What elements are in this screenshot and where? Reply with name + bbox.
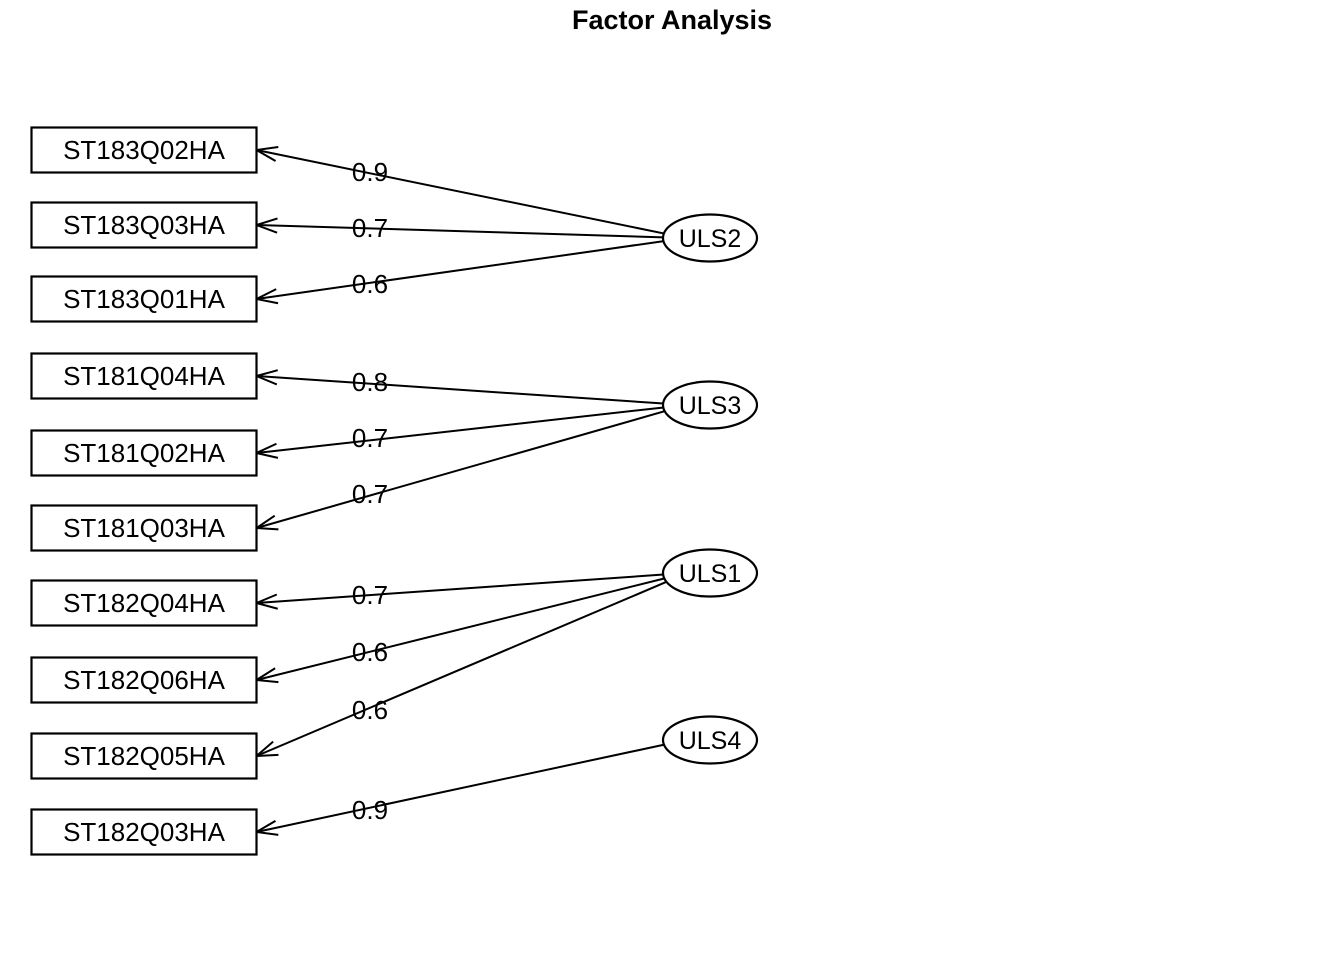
loading-value-label: 0.7 [352, 479, 388, 509]
loading-edge [253, 145, 665, 235]
indicator-box[interactable]: ST181Q03HA [30, 504, 258, 552]
edge-labels-layer: 0.9 0.7 0.6 0.8 0.7 0.7 0.7 0.6 0.6 0.9 [352, 157, 388, 825]
factor-ellipse[interactable] [661, 715, 759, 765]
indicator-box-rect[interactable] [30, 429, 258, 477]
indicator-box[interactable]: ST183Q01HA [30, 275, 258, 323]
indicator-box-label: ST183Q03HA [63, 210, 226, 240]
factor-node[interactable]: ULS3 [661, 380, 759, 430]
factor-label: ULS1 [679, 560, 742, 588]
indicator-box[interactable]: ST183Q03HA [30, 201, 258, 249]
indicator-box-rect[interactable] [30, 126, 258, 174]
loading-value-label: 0.7 [352, 423, 388, 453]
loading-edge [253, 410, 666, 531]
loading-value-label: 0.7 [352, 580, 388, 610]
indicator-box-rect[interactable] [30, 275, 258, 323]
loading-edge [253, 573, 664, 610]
loading-value-label: 0.6 [352, 269, 388, 299]
indicator-box-label: ST182Q04HA [63, 588, 226, 618]
indicator-box[interactable]: ST182Q03HA [30, 808, 258, 856]
indicator-box[interactable]: ST181Q04HA [30, 352, 258, 400]
factor-ellipse[interactable] [661, 380, 759, 430]
indicator-box-rect[interactable] [30, 201, 258, 249]
indicator-box[interactable]: ST183Q02HA [30, 126, 258, 174]
loading-value-label: 0.6 [352, 695, 388, 725]
factor-node[interactable]: ULS2 [661, 213, 759, 263]
indicator-box-label: ST182Q03HA [63, 817, 226, 847]
factor-ellipse[interactable] [661, 213, 759, 263]
indicator-box-label: ST181Q02HA [63, 438, 226, 468]
factor-node[interactable]: ULS4 [661, 715, 759, 765]
factor-label: ULS3 [679, 392, 742, 420]
loading-edge [253, 369, 664, 405]
indicator-box-label: ST183Q01HA [63, 284, 226, 314]
loading-edge [253, 406, 664, 459]
indicator-box-label: ST181Q04HA [63, 361, 226, 391]
loading-value-label: 0.9 [352, 157, 388, 187]
indicator-box-rect[interactable] [30, 656, 258, 704]
factor-label: ULS2 [679, 225, 742, 253]
loading-edge [253, 743, 665, 836]
indicator-box-rect[interactable] [30, 504, 258, 552]
indicator-box-rect[interactable] [30, 808, 258, 856]
edges-layer [253, 145, 668, 836]
loading-value-label: 0.9 [352, 795, 388, 825]
loading-edge [253, 240, 665, 305]
indicator-box-label: ST183Q02HA [63, 135, 226, 165]
factor-node[interactable]: ULS1 [661, 548, 759, 598]
loading-value-label: 0.7 [352, 213, 388, 243]
indicator-box-rect[interactable] [30, 579, 258, 627]
indicator-box[interactable]: ST181Q02HA [30, 429, 258, 477]
indicator-box-rect[interactable] [30, 352, 258, 400]
indicator-box-label: ST182Q05HA [63, 741, 226, 771]
indicator-box[interactable]: ST182Q05HA [30, 732, 258, 780]
loading-value-label: 0.6 [352, 637, 388, 667]
indicator-box-label: ST181Q03HA [63, 513, 226, 543]
factor-label: ULS4 [679, 727, 742, 755]
indicator-box[interactable]: ST182Q06HA [30, 656, 258, 704]
loading-value-label: 0.8 [352, 367, 388, 397]
indicator-box-rect[interactable] [30, 732, 258, 780]
page-title: Factor Analysis [572, 5, 772, 35]
indicator-box[interactable]: ST182Q04HA [30, 579, 258, 627]
loading-edge [253, 580, 668, 758]
indicator-box-label: ST182Q06HA [63, 665, 226, 695]
loading-edge [253, 577, 665, 684]
indicator-boxes-layer: ST183Q02HA ST183Q03HA ST183Q01HA ST181Q04HA… [30, 126, 258, 856]
factor-ellipse[interactable] [661, 548, 759, 598]
